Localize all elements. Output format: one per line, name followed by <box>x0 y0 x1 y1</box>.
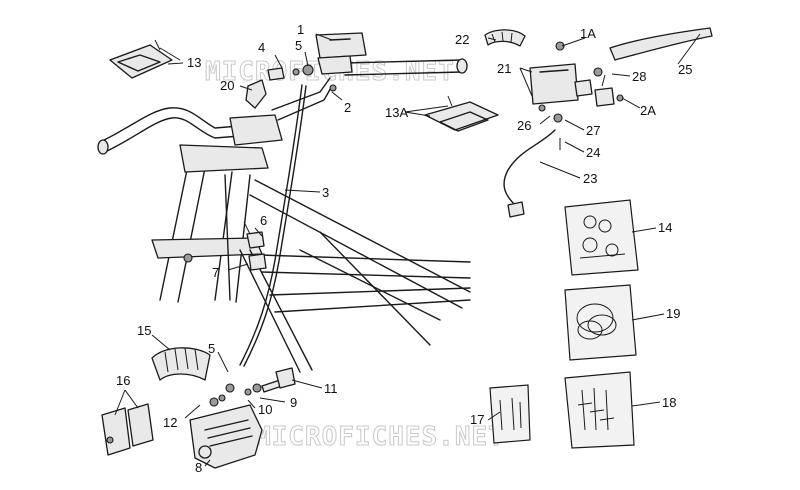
brake-caliper <box>189 383 263 469</box>
brake-hose-front <box>239 84 303 366</box>
callout-4: 4 <box>258 40 265 55</box>
rear-master-cylinder <box>484 29 624 123</box>
brake-pad-top <box>151 347 211 381</box>
callout-5-bottom: 5 <box>208 341 215 356</box>
banjo-fitting-icon <box>245 79 267 109</box>
callout-10: 10 <box>258 402 272 417</box>
kit-bag-18 <box>564 371 635 449</box>
callout-19: 19 <box>666 306 680 321</box>
kit-bag-17 <box>489 384 531 444</box>
callout-12: 12 <box>163 415 177 430</box>
reservoir-cover <box>109 44 173 79</box>
callout-2a: 2A <box>640 103 656 118</box>
brake-pad-left <box>101 407 131 456</box>
callout-labels: 1 2 3 4 5 5 6 7 8 9 10 11 12 13 13A 14 1… <box>116 22 692 475</box>
callout-15: 15 <box>137 323 151 338</box>
callout-26: 26 <box>517 118 531 133</box>
callout-5-top: 5 <box>295 38 302 53</box>
callout-1a: 1A <box>580 26 596 41</box>
callout-9: 9 <box>290 395 297 410</box>
callout-13: 13 <box>187 55 201 70</box>
bolt-icon <box>183 253 193 263</box>
callout-24: 24 <box>586 145 600 160</box>
handlebar <box>97 58 468 155</box>
watermark-bottom: MICROFICHES.NET <box>255 422 505 452</box>
callout-8: 8 <box>195 460 202 475</box>
callout-27: 27 <box>586 123 600 138</box>
callout-1: 1 <box>297 22 304 37</box>
callout-28: 28 <box>632 69 646 84</box>
callout-20: 20 <box>220 78 234 93</box>
callout-11: 11 <box>324 381 338 396</box>
callout-17: 17 <box>470 412 484 427</box>
callout-16: 16 <box>116 373 130 388</box>
callout-23: 23 <box>583 171 597 186</box>
washer-icon <box>302 64 314 76</box>
connector-icon <box>507 201 525 218</box>
frame <box>151 144 471 373</box>
callout-7: 7 <box>212 265 219 280</box>
callout-25: 25 <box>678 62 692 77</box>
callout-13a: 13A <box>385 105 408 120</box>
master-cylinder <box>245 32 367 109</box>
callout-21: 21 <box>497 61 511 76</box>
brake-lever <box>609 27 713 61</box>
callout-18: 18 <box>662 395 676 410</box>
callout-2: 2 <box>344 100 351 115</box>
leader-lines <box>114 33 701 467</box>
callout-6: 6 <box>260 213 267 228</box>
reservoir-cover-13a <box>424 101 499 131</box>
callout-3: 3 <box>322 185 329 200</box>
kit-bag-19 <box>564 284 637 361</box>
callout-14: 14 <box>658 220 672 235</box>
callout-22: 22 <box>455 32 469 47</box>
kit-bag-14 <box>564 199 639 276</box>
